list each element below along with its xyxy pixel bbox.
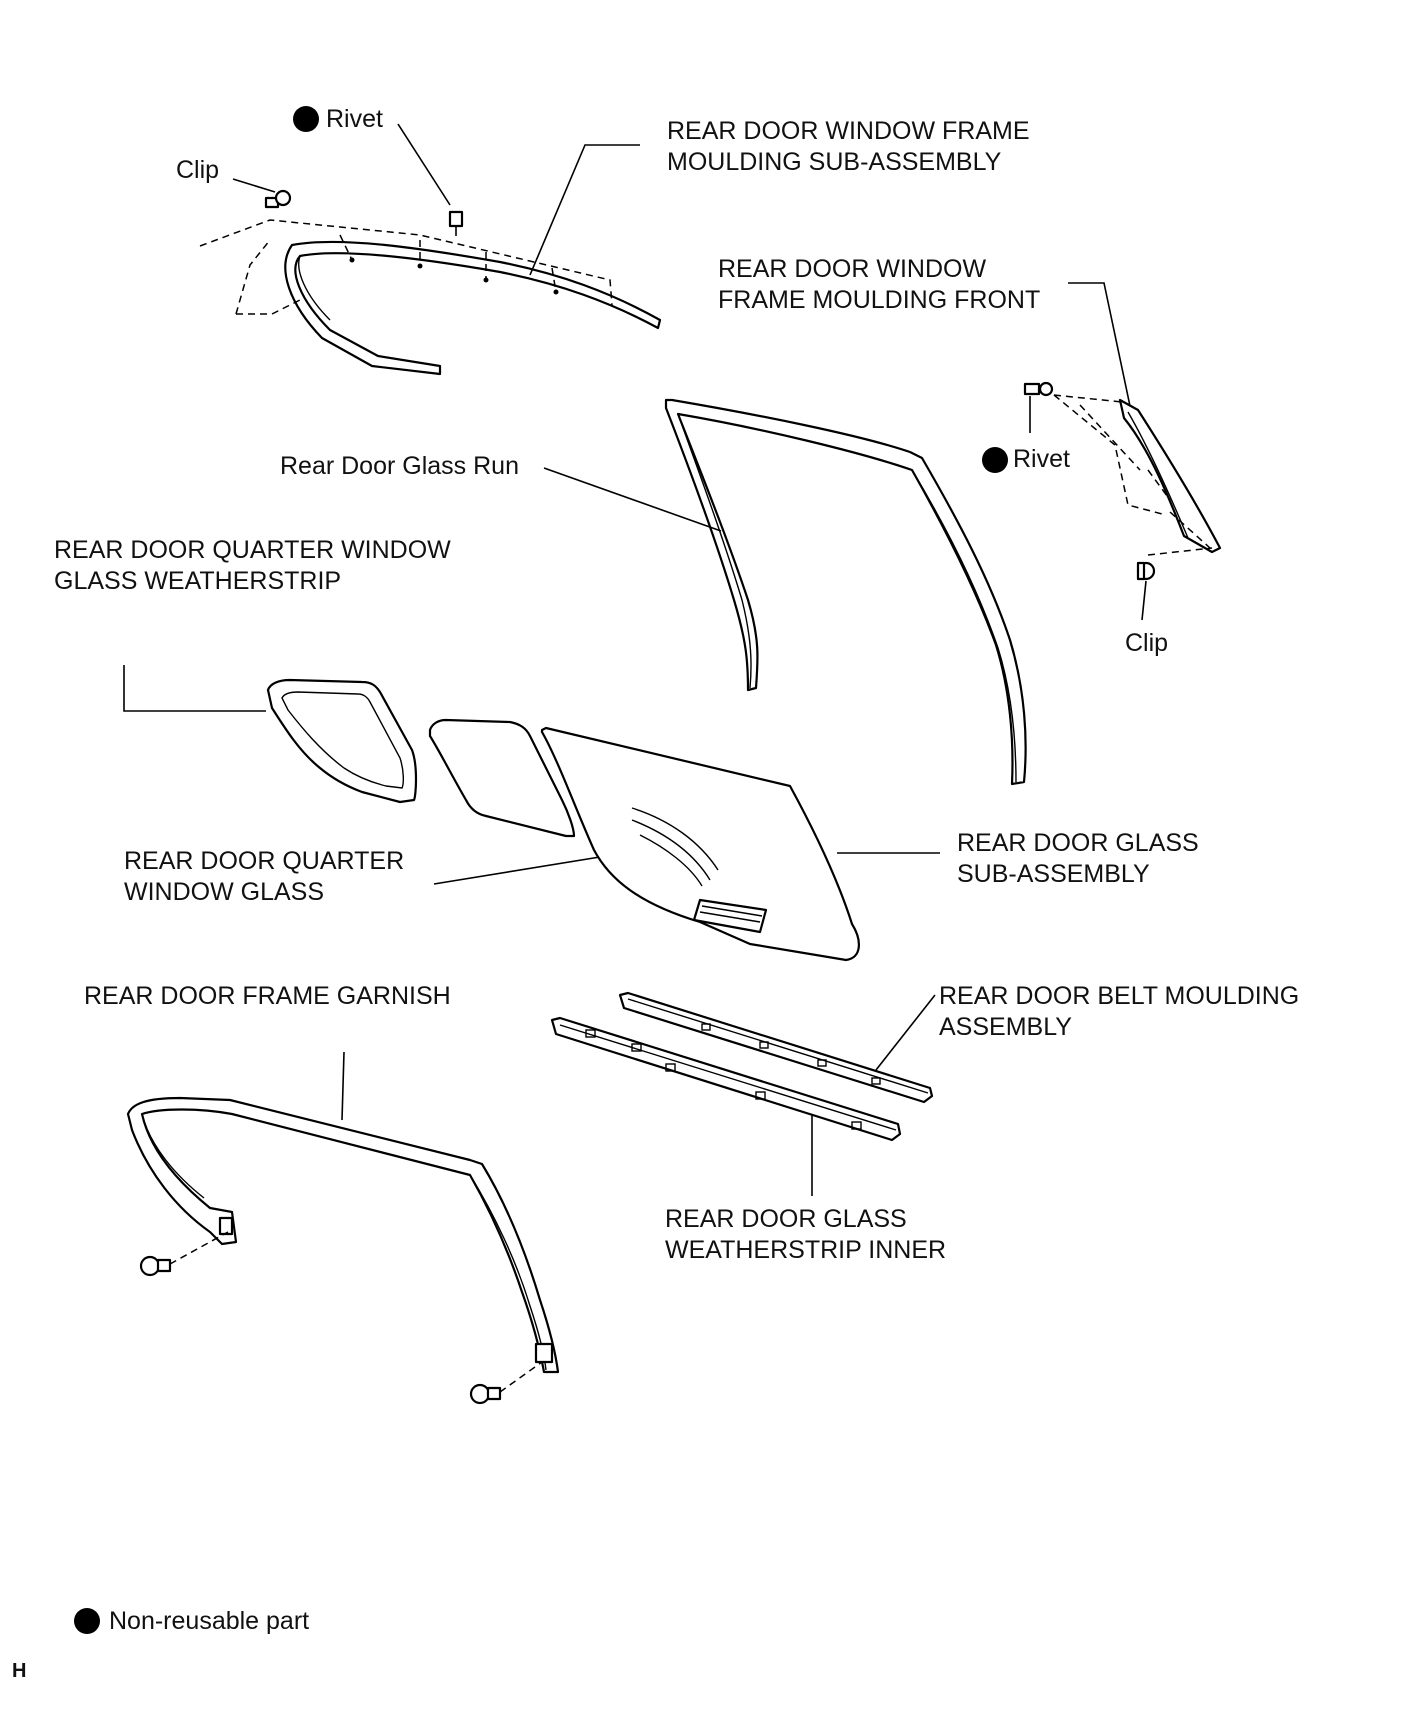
rivet-icon	[1023, 381, 1054, 397]
leader-clip-right	[1141, 580, 1147, 621]
label-rivet-right: Rivet	[1013, 445, 1070, 473]
glass-run-part	[664, 398, 1027, 786]
legend-text: Non-reusable part	[109, 1607, 310, 1635]
frame-moulding-front-part	[1053, 394, 1222, 556]
clip-icon	[1136, 561, 1156, 581]
leader-belt-moulding	[875, 994, 936, 1071]
label-clip-top: Clip	[176, 156, 220, 184]
weatherstrip-inner-part	[550, 1016, 902, 1142]
leader-clip-top	[232, 178, 276, 193]
non-reusable-dot-icon	[293, 106, 319, 132]
clip-icon	[139, 1255, 172, 1277]
frame-garnish-part	[126, 1096, 560, 1374]
non-reusable-dot-icon	[74, 1608, 100, 1634]
clip-icon	[469, 1383, 502, 1405]
label-glass-run: Rear Door Glass Run	[280, 452, 519, 480]
clip-icon	[264, 189, 292, 209]
leader-quarter-weatherstrip	[123, 665, 266, 712]
rivet-icon	[448, 210, 464, 236]
label-rivet-top: Rivet	[326, 105, 383, 133]
leader-frame-moulding-sub	[529, 144, 640, 276]
quarter-weatherstrip-part	[266, 678, 418, 804]
belt-moulding-part	[618, 991, 934, 1104]
leader-frame-moulding-front	[1068, 282, 1131, 407]
leader-quarter-glass	[433, 855, 607, 885]
corner-mark: H	[12, 1660, 27, 1682]
leader-glass-run	[543, 467, 722, 532]
leader-rivet-top	[397, 123, 451, 206]
label-clip-right: Clip	[1125, 629, 1169, 657]
dashed-clip-line	[499, 1361, 543, 1393]
frame-moulding-sub-assembly-part	[199, 219, 662, 376]
glass-sub-assembly-part	[540, 726, 860, 962]
quarter-glass-part	[428, 718, 576, 838]
non-reusable-dot-icon	[982, 447, 1008, 473]
label-frame-garnish: REAR DOOR FRAME GARNISH	[84, 982, 451, 1010]
leader-frame-garnish	[341, 1051, 345, 1121]
